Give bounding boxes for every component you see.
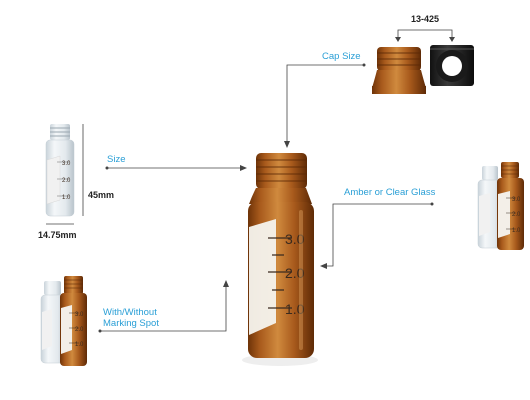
svg-text:2.0: 2.0: [512, 212, 521, 218]
thread-bracket: [397, 29, 453, 40]
height-label: 45mm: [88, 190, 114, 200]
main-amber-vial: 3.0 2.0 1.0: [242, 153, 318, 366]
svg-text:3.0: 3.0: [62, 161, 71, 167]
svg-text:3.0: 3.0: [75, 312, 84, 318]
marking-spot-label-line1: With/Without: [103, 307, 157, 318]
amber-clear-pair: 3.0 2.0 1.0: [477, 162, 524, 250]
svg-text:1.0: 1.0: [75, 342, 84, 348]
diameter-label: 14.75mm: [38, 230, 77, 240]
svg-text:1.0: 1.0: [62, 195, 71, 201]
size-label: Size: [107, 154, 125, 165]
cap-size-leader: [286, 64, 364, 146]
glass-leader: [322, 203, 432, 267]
thread-size-label: 13-425: [411, 14, 439, 24]
svg-text:3.0: 3.0: [512, 197, 521, 203]
cap-size-label: Cap Size: [322, 51, 361, 62]
svg-text:1.0: 1.0: [512, 228, 521, 234]
cap-size-detail: [372, 45, 474, 94]
marking-spot-label-line2: Marking Spot: [103, 318, 159, 329]
main-grad-3: 3.0: [285, 231, 305, 247]
svg-text:2.0: 2.0: [62, 178, 71, 184]
main-grad-1: 1.0: [285, 301, 305, 317]
svg-text:2.0: 2.0: [75, 327, 84, 333]
glass-type-label: Amber or Clear Glass: [344, 187, 436, 198]
marking-spot-pair: 3.0 2.0 1.0: [40, 276, 87, 366]
size-reference-vial: 3.0 2.0 1.0: [45, 124, 75, 217]
main-grad-2: 2.0: [285, 265, 305, 281]
marking-spot-leader: [100, 282, 227, 332]
